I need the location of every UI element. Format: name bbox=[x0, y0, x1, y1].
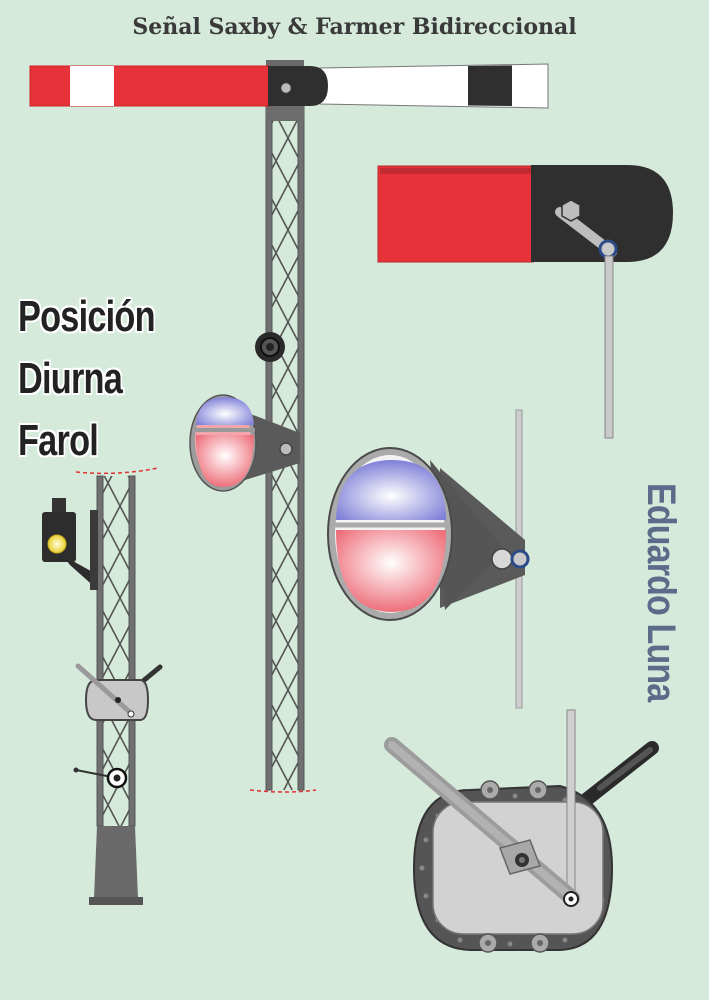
main-semaphore-arm bbox=[29, 63, 549, 109]
arm-detail bbox=[377, 165, 673, 439]
spectacle-detail bbox=[327, 409, 530, 709]
label-farol: Farol bbox=[18, 416, 99, 465]
lamp-mast bbox=[75, 467, 159, 905]
lever-mechanism-detail bbox=[384, 709, 659, 953]
page-title: Señal Saxby & Farmer Bidireccional bbox=[132, 14, 577, 40]
mast-lamp-bracket bbox=[255, 332, 285, 362]
author-credit: Eduardo Luna bbox=[639, 483, 683, 702]
label-posicion: Posición bbox=[18, 292, 156, 341]
signal-lamp bbox=[42, 498, 98, 590]
small-lever-mechanism bbox=[73, 663, 163, 789]
main-spectacle bbox=[189, 394, 300, 492]
label-diurna: Diurna bbox=[18, 354, 123, 403]
